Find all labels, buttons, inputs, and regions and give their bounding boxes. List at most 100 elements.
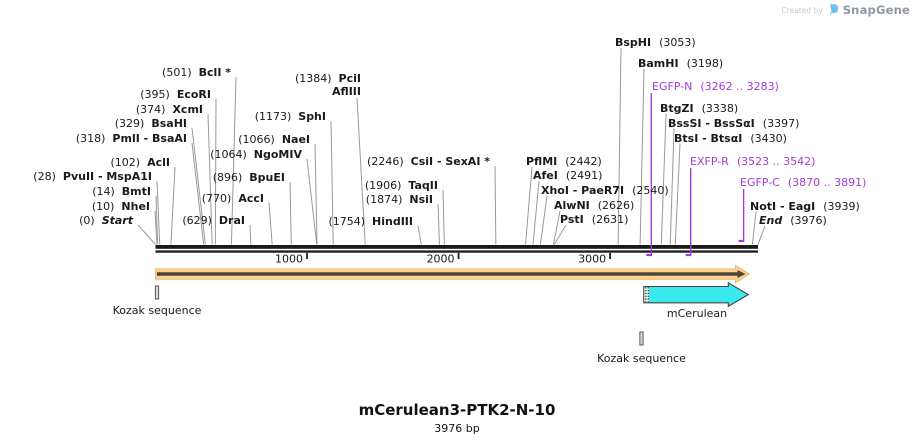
site-label-pvuii-mspa1i: (28) PvuII - MspA1I xyxy=(33,170,152,183)
connector-line-noti-eagi xyxy=(751,211,757,245)
connector-line-afei xyxy=(532,180,540,245)
snapgene-watermark: Created by SnapGene xyxy=(781,3,910,17)
site-position: (3870 .. 3891) xyxy=(787,176,867,189)
site-label-ngomiv: (1064)NgoMIV xyxy=(210,148,302,161)
connector-line-acli xyxy=(170,166,176,245)
site-name: PciI xyxy=(338,72,361,85)
snapgene-logo-icon xyxy=(829,4,838,16)
site-name: NotI - EagI xyxy=(750,200,816,213)
site-label-sphi: (1173)SphI xyxy=(255,110,326,123)
site-name: PmlI - BsaAI xyxy=(112,132,187,145)
site-name: EcoRI xyxy=(176,88,211,101)
site-label-bsphi: BspHI(3053) xyxy=(615,36,696,49)
site-position: (28) xyxy=(33,170,56,183)
connector-line-end xyxy=(757,225,766,245)
site-label-nsii: (1874)NsiI xyxy=(366,193,433,206)
site-name: BtgZI xyxy=(660,102,694,115)
site-label-pmli-bsaai: (318) PmlI - BsaAI xyxy=(76,132,187,145)
site-name: CsiI - SexAI * xyxy=(410,155,490,168)
site-name: HindIII xyxy=(372,215,413,228)
connector-line-drai xyxy=(249,224,252,245)
site-position: (395) xyxy=(140,88,170,101)
site-position: (3198) xyxy=(686,57,724,70)
site-position: (329) xyxy=(114,117,145,130)
site-name: End xyxy=(759,214,783,227)
site-name: PflMI xyxy=(526,155,558,168)
watermark-brand: SnapGene xyxy=(842,3,910,17)
site-position: (2626) xyxy=(597,199,635,212)
site-label-bpuei: (896)BpuEI xyxy=(213,171,285,184)
site-position: (1066) xyxy=(238,133,275,146)
site-label-bsssi-bsss-i: BssSI - BssSαI (3397) xyxy=(668,117,799,130)
site-name: AclI xyxy=(147,156,170,169)
site-position: (14) xyxy=(92,185,115,198)
site-position: (3262 .. 3283) xyxy=(700,80,779,93)
site-name: XcmI xyxy=(172,103,203,116)
site-position: (770) xyxy=(201,192,232,205)
site-position: (3939) xyxy=(823,200,860,213)
site-position: (2246) xyxy=(367,155,404,168)
map-length: 3976 bp xyxy=(434,422,480,435)
connector-line-bamhi xyxy=(639,68,645,245)
site-name: PstI xyxy=(560,213,584,226)
site-position: (102) xyxy=(110,156,141,169)
ruler-tick-label: 1000 xyxy=(275,253,303,266)
site-position: (318) xyxy=(75,132,106,145)
site-name: NsiI xyxy=(409,193,433,206)
site-label-acci: (770) AccI xyxy=(202,192,264,205)
site-position: (2491) xyxy=(565,169,603,182)
site-name: NheI xyxy=(121,200,150,213)
site-position: (1754) xyxy=(328,215,366,228)
site-name: NaeI xyxy=(281,133,310,146)
site-position: (1173) xyxy=(254,110,292,123)
site-label-bsahi: (329)BsaHI xyxy=(115,117,187,130)
mcerulean-arrow xyxy=(643,281,750,308)
connector-line-ngomiv xyxy=(306,158,318,245)
site-name: EGFP-C xyxy=(740,176,780,189)
site-label-naei: (1066) NaeI xyxy=(238,133,310,146)
site-name: EXFP-R xyxy=(690,155,729,168)
watermark-created-by: Created by xyxy=(781,5,823,15)
site-label-csii-sexai: (2246) CsiI - SexAI * xyxy=(367,155,490,168)
site-label-taqii: (1906)TaqII xyxy=(365,179,438,192)
connector-line-bsssi-bsss-i xyxy=(669,128,675,245)
site-position: (0) xyxy=(79,214,95,227)
site-name: BmtI xyxy=(121,185,151,198)
site-name: XhoI - PaeR7I xyxy=(541,184,625,197)
site-name: PvuII - MspA1I xyxy=(62,170,152,183)
mcerulean-arrow-hatch-bg xyxy=(644,287,649,303)
site-name: AccI xyxy=(238,192,264,205)
title-block: mCerulean3-PTK2-N-10 3976 bp xyxy=(0,401,914,435)
connector-line-pvuii-mspa1i xyxy=(156,180,161,245)
connector-line-bpuei xyxy=(289,181,292,245)
site-label-btsi-bts-i: BtsI - BtsαI(3430) xyxy=(674,132,787,145)
site-position: (3523 .. 3542) xyxy=(736,155,816,168)
sequence-bar-bottom xyxy=(155,250,758,253)
site-label-afei: AfeI(2491) xyxy=(533,169,602,182)
site-name: BclI * xyxy=(198,66,231,79)
primer-label-exfp-r: EXFP-R (3523 .. 3542) xyxy=(690,155,815,168)
connector-line-start xyxy=(137,224,156,245)
site-position: (3397) xyxy=(762,117,800,130)
connector-line-bmti xyxy=(155,195,159,245)
primer-label-egfp-n: EGFP-N(3262 .. 3283) xyxy=(652,80,779,93)
site-position: (896) xyxy=(212,171,243,184)
mcerulean-label: mCerulean xyxy=(666,307,728,320)
site-position: (1906) xyxy=(364,179,402,192)
connector-line-xhoi-paer7i xyxy=(539,195,548,245)
site-position: (3053) xyxy=(659,36,696,49)
site-name: AlwNI xyxy=(554,199,590,212)
kozak-label-2: Kozak sequence xyxy=(597,352,686,365)
connector-line-btsi-bts-i xyxy=(674,143,681,245)
site-label-alwni: AlwNI (2626) xyxy=(554,199,634,212)
site-position: (629) xyxy=(182,214,212,227)
site-name: BssSI - BssSαI xyxy=(668,117,755,130)
kozak-label-1: Kozak sequence xyxy=(112,304,202,317)
site-position: (10) xyxy=(91,200,115,213)
ruler-tick-label: 2000 xyxy=(427,253,455,266)
connector-line-psti xyxy=(553,224,567,245)
site-position: (3430) xyxy=(750,132,787,145)
site-label-xcmi: (374)XcmI xyxy=(136,103,203,116)
